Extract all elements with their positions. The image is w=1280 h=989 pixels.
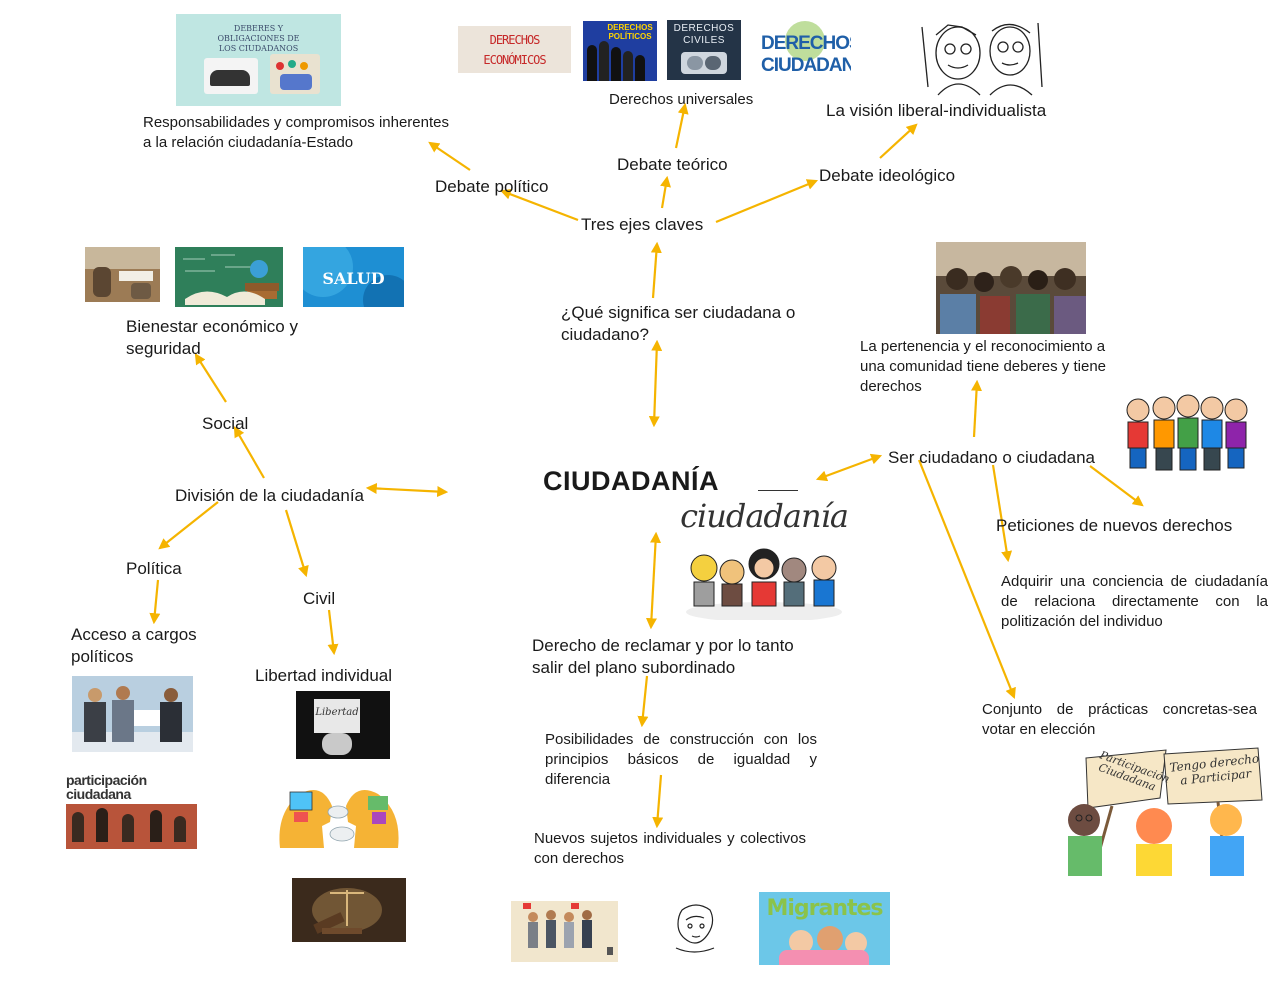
migrantes-text: Migrantes: [766, 896, 883, 921]
derechos-economicos-text: DERECHOS ECONÓMICOS SOCIALES Y CULTURALE…: [483, 33, 546, 67]
ideas-heads-image: [276, 782, 402, 852]
node-derecho-reclamar: Derecho de reclamar y por lo tanto salir…: [532, 636, 794, 677]
node-social: Social: [202, 414, 249, 433]
migrantes-image: Migrantes: [759, 892, 890, 965]
node-civil: Civil: [303, 589, 336, 608]
social-photo-image: [85, 247, 160, 302]
node-debate-politico: Debate político: [435, 177, 549, 196]
caricature-sketch-image: [918, 17, 1046, 99]
libertad-photo-image: Libertad: [296, 691, 390, 759]
salud-image: SALUD: [303, 247, 404, 307]
node-peticiones: Peticiones de nuevos derechos: [996, 516, 1233, 535]
participacion-text: participación ciudadana: [66, 772, 147, 802]
business-photo-image: [72, 676, 193, 752]
node-conjunto: Conjunto de prácticas concretas-sea vota…: [982, 701, 1257, 738]
node-que-significa: ¿Qué significa ser ciudadana o ciudadano…: [561, 303, 796, 344]
salud-text: SALUD: [322, 269, 385, 288]
education-image: [175, 247, 283, 307]
node-pertenencia: La pertenencia y el reconocimiento a una…: [860, 338, 1107, 395]
sketch-face-image: [668, 900, 722, 962]
derechos-civiles-text: DERECHOS CIVILES: [673, 23, 735, 46]
derechos-ciudadano-text: DERECHOS CIUDADANO: [761, 33, 851, 76]
libertad-sign-text: Libertad: [315, 707, 359, 718]
node-posibilidades: Posibilidades de construcción con los pr…: [545, 731, 817, 788]
ciudadania-logo-image: ciudadanía: [680, 490, 848, 620]
node-adquirir: Adquirir una conciencia de ciudadanía de…: [1001, 573, 1268, 630]
derechos-civiles-image: DERECHOS CIVILES: [667, 20, 741, 80]
protest-figures-image: [511, 901, 618, 962]
participacion-image: participación ciudadana: [66, 772, 197, 849]
derechos-politicos-text: DERECHOS POLÍTICOS: [607, 23, 653, 41]
kids-group-image: [1118, 392, 1256, 474]
protest-banners-image: Participación Ciudadana Tengo derecho a …: [1058, 746, 1274, 876]
justice-image: [292, 878, 406, 942]
ciudadania-logo-text: ciudadanía: [680, 497, 848, 535]
crowd-photo-image: [936, 242, 1086, 334]
derechos-ciudadano-image: DERECHOS CIUDADANO: [755, 17, 851, 81]
node-libertad: Libertad individual: [255, 666, 393, 685]
node-bienestar: Bienestar económico y seguridad: [126, 317, 298, 358]
derechos-economicos-image: DERECHOS ECONÓMICOS SOCIALES Y CULTURALE…: [458, 26, 571, 73]
derechos-politicos-image: DERECHOS POLÍTICOS: [583, 21, 657, 81]
node-vision-liberal: La visión liberal-individualista: [826, 101, 1047, 120]
node-debate-ideologico: Debate ideológico: [819, 166, 956, 185]
node-ser-ciudadano: Ser ciudadano o ciudadana: [888, 448, 1095, 467]
node-derechos-universales: Derechos universales: [609, 91, 754, 108]
node-division: División de la ciudadanía: [175, 486, 365, 505]
deberes-image-text: DEBERES Y OBLIGACIONES DE LOS CIUDADANOS: [217, 24, 300, 53]
node-politica: Política: [126, 559, 182, 578]
node-nuevos-sujetos: Nuevos sujetos individuales y colectivos…: [534, 830, 806, 867]
node-responsabilidades: Responsabilidades y compromisos inherent…: [143, 114, 449, 151]
node-acceso: Acceso a cargos políticos: [71, 625, 197, 666]
deberes-image: DEBERES Y OBLIGACIONES DE LOS CIUDADANOS: [176, 14, 341, 106]
node-debate-teorico: Debate teórico: [617, 155, 728, 174]
node-tres-ejes: Tres ejes claves: [581, 215, 704, 234]
